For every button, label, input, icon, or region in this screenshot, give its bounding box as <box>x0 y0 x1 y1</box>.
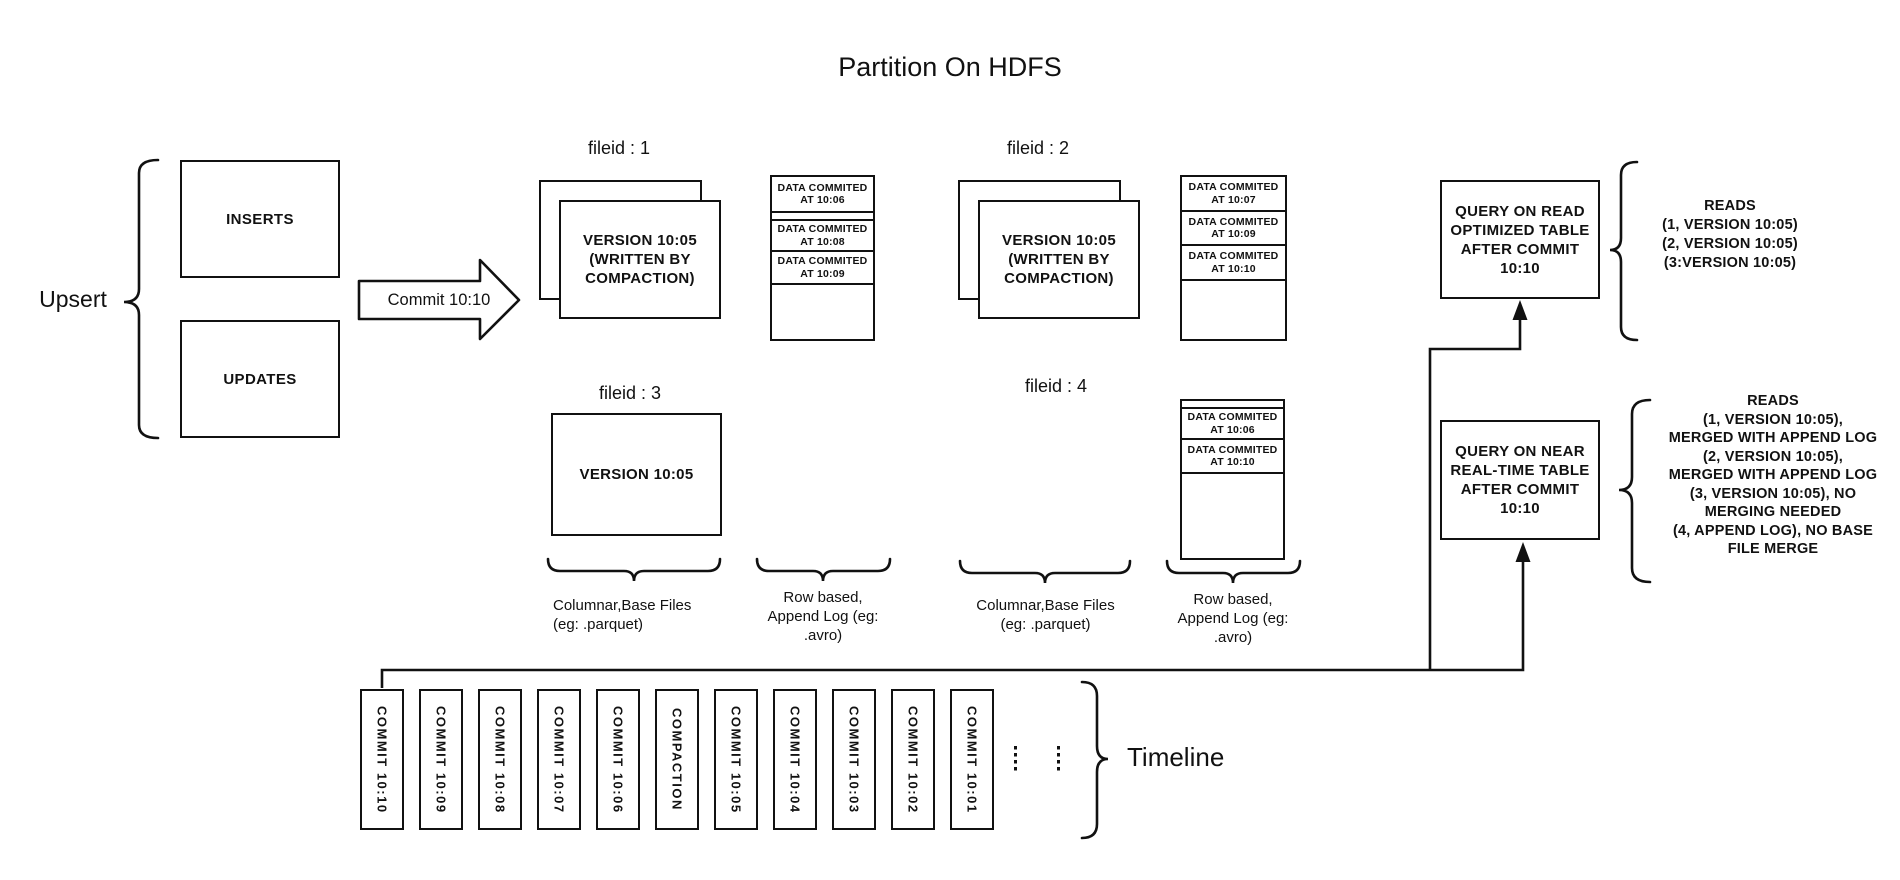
log-segment: DATA COMMITED AT 10:07 <box>1182 177 1285 212</box>
timeline-item: COMMIT 10:05 <box>714 689 758 830</box>
log-gap <box>1182 401 1283 409</box>
log-segment: DATA COMMITED AT 10:08 <box>772 221 873 252</box>
inserts-label: INSERTS <box>226 210 294 228</box>
columnar-files-legend-1: Columnar,Base Files (eg: .parquet) <box>553 597 692 633</box>
log-gap <box>772 213 873 221</box>
log-segment: DATA COMMITED AT 10:09 <box>1182 212 1285 246</box>
timeline-item: COMMIT 10:06 <box>596 689 640 830</box>
log-segment: DATA COMMITED AT 10:09 <box>772 252 873 285</box>
row-log-legend-1: Row based, Append Log (eg: .avro) <box>767 589 879 644</box>
columnar-brace-2 <box>958 559 1132 584</box>
arrowhead-near-realtime <box>1515 542 1531 562</box>
fileid-2-base-front: VERSION 10:05 (WRITTEN BY COMPACTION) <box>978 200 1140 319</box>
timeline-connector-line <box>380 560 1525 688</box>
fileid-1-base-front: VERSION 10:05 (WRITTEN BY COMPACTION) <box>559 200 721 319</box>
arrowhead-read-optimized <box>1512 300 1528 320</box>
columnar-brace-1 <box>546 557 722 582</box>
fileid-1-append-log: DATA COMMITED AT 10:06 DATA COMMITED AT … <box>770 175 875 341</box>
read-optimized-connector-line <box>1428 318 1522 670</box>
fileid-4-append-log: DATA COMMITED AT 10:06 DATA COMMITED AT … <box>1180 399 1285 560</box>
near-realtime-reads-list: READS (1, VERSION 10:05), MERGED WITH AP… <box>1668 393 1878 557</box>
log-segment: DATA COMMITED AT 10:06 <box>772 177 873 213</box>
timeline-item: COMMIT 10:09 <box>419 689 463 830</box>
fileid-1-label: fileid : 1 <box>587 138 651 158</box>
fileid-2-append-log: DATA COMMITED AT 10:07 DATA COMMITED AT … <box>1180 175 1287 341</box>
timeline-item: COMMIT 10:10 <box>360 689 404 830</box>
reads-brace-2 <box>1618 398 1652 584</box>
rowlog-brace-1 <box>755 557 892 582</box>
upsert-label: Upsert <box>39 286 107 312</box>
updates-box: UPDATES <box>180 320 340 438</box>
updates-label: UPDATES <box>223 370 297 388</box>
timeline-item: COMMIT 10:07 <box>537 689 581 830</box>
timeline-item: COMPACTION <box>655 689 699 830</box>
commit-arrow-shape <box>357 258 521 341</box>
timeline-item: COMMIT 10:08 <box>478 689 522 830</box>
ellipsis-dots <box>1014 746 1017 772</box>
timeline-label: Timeline <box>1127 742 1225 772</box>
log-segment: DATA COMMITED AT 10:10 <box>1182 246 1285 281</box>
log-segment: DATA COMMITED AT 10:06 <box>1182 409 1283 440</box>
fileid-3-label: fileid : 3 <box>598 383 662 403</box>
timeline-brace <box>1080 680 1109 840</box>
read-optimized-query-box: QUERY ON READ OPTIMIZED TABLE AFTER COMM… <box>1440 180 1600 299</box>
inserts-box: INSERTS <box>180 160 340 278</box>
commit-arrow-label: Commit 10:10 <box>387 291 491 309</box>
read-optimized-reads-list: READS (1, VERSION 10:05) (2, VERSION 10:… <box>1662 198 1798 271</box>
columnar-files-legend-2: Columnar,Base Files (eg: .parquet) <box>976 597 1115 633</box>
log-segment: DATA COMMITED AT 10:10 <box>1182 440 1283 474</box>
ellipsis-dots <box>1057 746 1060 772</box>
page-title: Partition On HDFS <box>838 52 1062 82</box>
fileid-3-base: VERSION 10:05 <box>551 413 722 536</box>
rowlog-brace-2 <box>1165 559 1302 584</box>
timeline-item: COMMIT 10:04 <box>773 689 817 830</box>
fileid-2-label: fileid : 2 <box>1006 138 1070 158</box>
timeline-item: COMMIT 10:01 <box>950 689 994 830</box>
timeline-item: COMMIT 10:02 <box>891 689 935 830</box>
timeline-item: COMMIT 10:03 <box>832 689 876 830</box>
reads-brace-1 <box>1609 160 1639 342</box>
fileid-4-label: fileid : 4 <box>1024 376 1088 396</box>
upsert-brace <box>123 158 160 440</box>
row-log-legend-2: Row based, Append Log (eg: .avro) <box>1177 591 1289 646</box>
near-realtime-query-box: QUERY ON NEAR REAL-TIME TABLE AFTER COMM… <box>1440 420 1600 540</box>
